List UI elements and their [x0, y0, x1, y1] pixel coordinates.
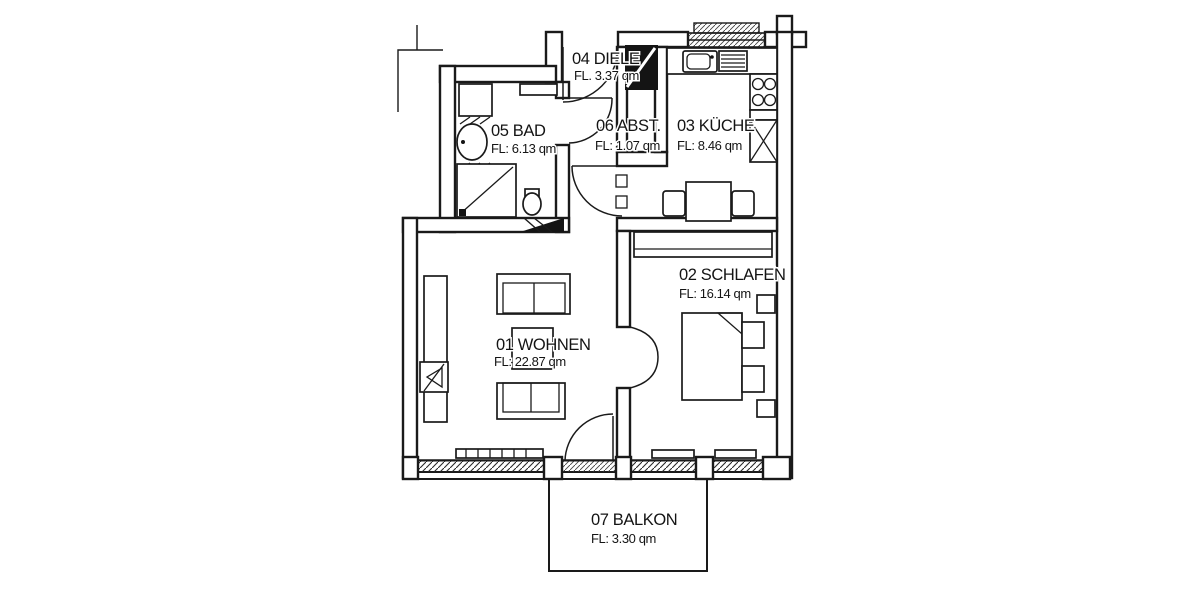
room-label-kueche: 03 KÜCHE FL: 8.46 qm [676, 116, 757, 155]
kitchen-window [687, 22, 766, 48]
bathroom-door [568, 97, 613, 144]
wall-bath-top [438, 64, 558, 84]
shaft-bath [520, 217, 564, 233]
entry-door [562, 46, 619, 103]
svg-text:FL. 3.37 qm: FL. 3.37 qm [574, 68, 639, 83]
balcony [548, 478, 708, 572]
bed-icon [681, 312, 743, 401]
svg-text:FL: 1.07 qm: FL: 1.07 qm [595, 138, 660, 153]
adjacent-structure-lines [397, 25, 443, 112]
wall-stub [756, 294, 776, 314]
wall-left [401, 216, 419, 480]
dining-table-icon [685, 181, 732, 222]
svg-text:FL: 8.46 qm: FL: 8.46 qm [677, 138, 742, 153]
room-label-schlafen: 02 SCHLAFEN FL: 16.14 qm [678, 265, 788, 303]
room-labels: 04 DIELE FL. 3.37 qm 05 BAD FL: 6.13 qm … [490, 49, 788, 548]
faucet-dot [710, 55, 714, 59]
faucet-dot [461, 140, 465, 144]
sideboard-icon [423, 275, 448, 423]
window-living [417, 460, 545, 473]
wall-abst-bottom [615, 150, 669, 168]
wall-stub [756, 399, 776, 418]
nightstand-icon [741, 321, 765, 349]
window-post-right [694, 455, 715, 481]
window-post-left [542, 455, 564, 481]
toilet-icon [522, 192, 542, 216]
chair-icon [731, 190, 755, 217]
svg-text:07 BALKON: 07 BALKON [591, 511, 677, 529]
drainer-icon [718, 50, 748, 72]
south-facade [401, 455, 792, 481]
wall-top-middle [616, 30, 690, 49]
radiator-icon [455, 448, 544, 459]
svg-text:03 KÜCHE: 03 KÜCHE [677, 117, 755, 135]
sofa-icon [496, 382, 566, 420]
bedroom-furniture [633, 231, 776, 459]
chair-icon [662, 190, 686, 217]
room-label-diele: 04 DIELE FL. 3.37 qm [571, 49, 642, 85]
kitchen-door [571, 165, 628, 217]
room-label-bad: 05 BAD FL: 6.13 qm [490, 121, 558, 158]
svg-text:02 SCHLAFEN: 02 SCHLAFEN [679, 266, 786, 284]
svg-text:06 ABST.: 06 ABST. [596, 117, 661, 135]
kitchen-fixtures [662, 47, 778, 222]
coffee-table-icon [511, 327, 554, 370]
shaft-hall [625, 45, 658, 90]
wall-foot-divider [614, 455, 633, 481]
svg-text:05 BAD: 05 BAD [491, 122, 546, 140]
svg-text:FL: 3.30 qm: FL: 3.30 qm [591, 531, 656, 546]
bathroom-fixtures [456, 83, 558, 218]
sofa-icon [496, 273, 571, 315]
svg-text:FL: 16.14 qm: FL: 16.14 qm [679, 286, 751, 301]
wall-bath-left [438, 64, 457, 234]
wardrobe-icon [633, 231, 773, 258]
fridge-icon [749, 119, 778, 163]
svg-text:01 WOHNEN: 01 WOHNEN [496, 336, 591, 354]
balcony-door [564, 413, 614, 462]
room-label-balkon: 07 BALKON FL: 3.30 qm [590, 510, 680, 548]
room-label-wohnen: 01 WOHNEN FL: 22.87 qm [493, 335, 593, 371]
stove-burners [751, 77, 777, 107]
wall-foot-right [761, 455, 792, 481]
nightstand-icon [741, 365, 765, 393]
washing-machine-icon [458, 83, 493, 117]
bedroom-double-door [629, 326, 659, 389]
walls [401, 14, 808, 480]
wall-foot-left [401, 455, 420, 481]
wall-right [775, 30, 794, 480]
shower-drain [459, 209, 466, 216]
bath-sink-icon [456, 123, 488, 161]
wall-living-bedroom-upper [615, 229, 632, 329]
balcony-door-threshold [561, 460, 617, 473]
tv-icon [419, 361, 449, 393]
window-bedroom-left [630, 460, 697, 473]
svg-text:FL: 6.13 qm: FL: 6.13 qm [491, 141, 556, 156]
kitchen-sink-icon [682, 50, 718, 73]
svg-text:04 DIELE: 04 DIELE [572, 50, 640, 68]
room-label-abst: 06 ABST. FL: 1.07 qm [594, 116, 663, 155]
hatch-marks [459, 116, 491, 125]
wall-living-bedroom-lower [615, 386, 632, 462]
doors [562, 46, 659, 462]
living-room-furniture [419, 273, 571, 459]
radiator-icon [651, 449, 757, 459]
svg-text:FL: 22.87 qm: FL: 22.87 qm [494, 354, 566, 369]
bath-shelf [519, 83, 558, 96]
